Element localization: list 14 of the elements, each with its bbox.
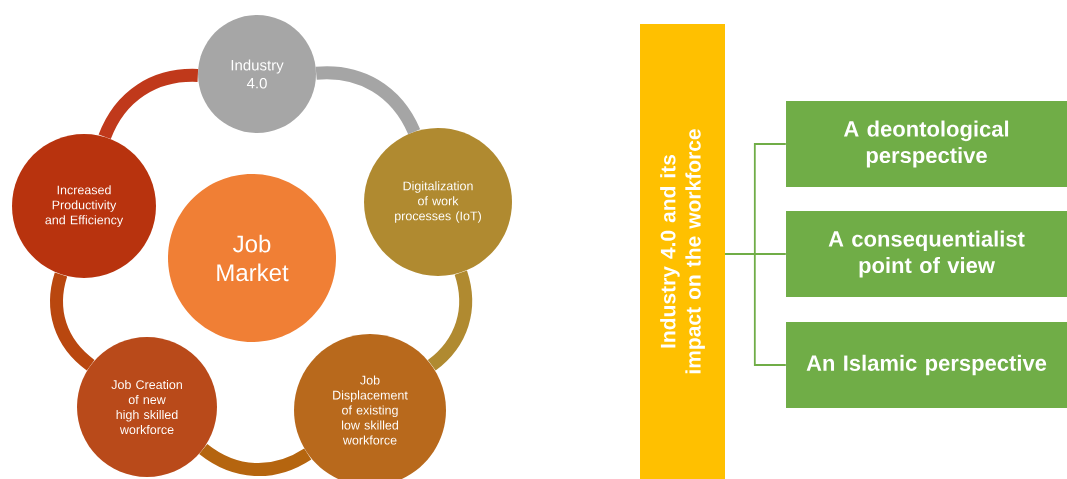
circle-node: Increased Productivity and Efficiency (12, 134, 156, 278)
circle-node: Job Creation of new high skilled workforce (77, 337, 217, 477)
ring-segment (315, 66, 421, 135)
ring-segment (427, 270, 473, 371)
perspective-box: A consequentialist point of view (786, 211, 1067, 297)
circle-node: Industry 4.0 (198, 15, 316, 133)
perspective-box: An Islamic perspective (786, 322, 1067, 408)
perspective-box: A deontological perspective (786, 101, 1067, 187)
bracket-line (724, 253, 787, 366)
circle-node: Job Market (168, 174, 336, 342)
ring-segment (199, 443, 312, 476)
circle-node: Digitalization of work processes (IoT) (364, 128, 512, 276)
title-band: Industry 4.0 and its impact on the workforce (640, 24, 725, 479)
ring-segment (98, 68, 198, 140)
